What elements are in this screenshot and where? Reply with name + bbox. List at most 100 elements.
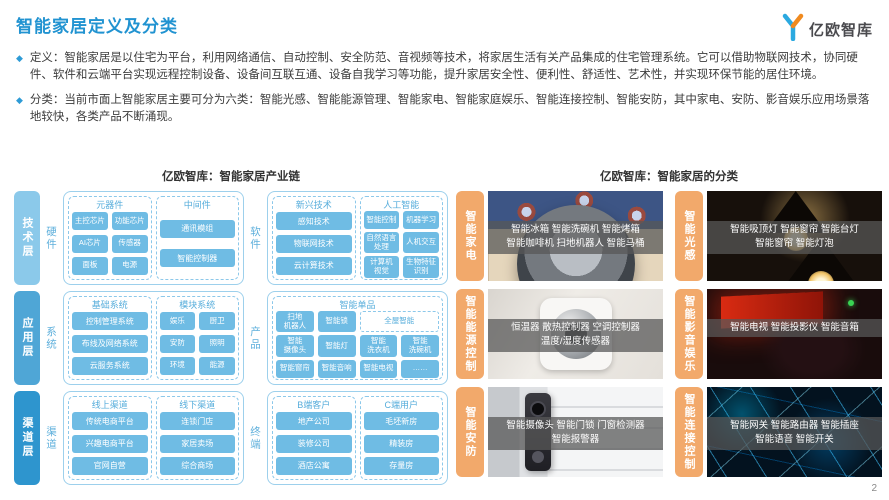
category-label: 智能能源控制 <box>456 289 484 379</box>
chain-item-chip: 家居卖场 <box>159 434 235 453</box>
category-tile: 智能家电智能冰箱 智能洗碗机 智能烤箱 智能咖啡机 扫地机器人 智能马桶 <box>456 191 663 281</box>
category-label: 智能光感 <box>675 191 703 281</box>
chain-item-chip: 厨卫 <box>199 312 235 331</box>
chain-item-chip: 控制管理系统 <box>72 312 148 331</box>
logo-text: 亿欧智库 <box>808 22 873 39</box>
classification-tiles: 智能家电智能冰箱 智能洗碗机 智能烤箱 智能咖啡机 扫地机器人 智能马桶智能光感… <box>456 191 882 477</box>
chain-group: 新兴技术感知技术物联网技术云计算技术 <box>272 196 356 280</box>
chain-item-chip: 面板 <box>72 256 108 275</box>
classification-panel: 亿欧智库：智能家居的分类 智能家电智能冰箱 智能洗碗机 智能烤箱 智能咖啡机 扫… <box>456 168 882 477</box>
section-box: 新兴技术感知技术物联网技术云计算技术人工智能智能控制机器学习自然语言 处理人机交… <box>267 191 448 285</box>
chip-grid: 连锁门店家居卖场综合商场 <box>159 411 235 476</box>
chain-item-chip: 智能电视 <box>359 359 398 378</box>
chain-item-chip: 兴趣电商平台 <box>72 434 148 453</box>
section-box: 智能单品扫地 机器人智能锁全屋智能智能 摄像头智能灯智能 洗衣机智能 洗碗机智能… <box>267 291 448 385</box>
category-tile: 智能安防智能摄像头 智能门锁 门窗检测器 智能报警器 <box>456 387 663 477</box>
chain-item-chip: 娱乐 <box>159 312 196 331</box>
tile-caption: 智能摄像头 智能门锁 门窗检测器 智能报警器 <box>488 416 663 451</box>
chain-item-chip: 智能控制 <box>363 211 400 229</box>
category-label: 智能家电 <box>456 191 484 281</box>
chain-item-chip: 电源 <box>111 256 148 275</box>
chain-item-chip: …… <box>401 359 439 378</box>
group-title: 模块系统 <box>179 300 216 310</box>
chain-item-chip: 智能 洗碗机 <box>401 335 439 357</box>
industry-chain-title: 亿欧智库：智能家居产业链 <box>162 171 300 183</box>
group-title: 基础系统 <box>91 300 128 310</box>
chain-item-chip: 连锁门店 <box>159 412 235 431</box>
diamond-bullet-icon: ◆ <box>16 94 23 105</box>
chain-group: 智能单品扫地 机器人智能锁全屋智能智能 摄像头智能灯智能 洗衣机智能 洗碗机智能… <box>272 296 443 380</box>
layer-label: 应用层 <box>14 291 40 385</box>
chain-item-chip: 物联网技术 <box>276 234 352 253</box>
chain-item-chip: 人机交互 <box>403 232 439 254</box>
category-label: 智能连接控制 <box>675 387 703 477</box>
industry-chain-row: 渠道层渠道线上渠道传统电商平台兴趣电商平台官网自营线下渠道连锁门店家居卖场综合商… <box>14 391 448 485</box>
classification-title: 亿欧智库：智能家居的分类 <box>600 171 738 183</box>
chip-grid: 毛坯新房精装房存量房 <box>363 411 439 476</box>
chain-group: 基础系统控制管理系统布线及网络系统云服务系统 <box>68 296 152 380</box>
chain-item-chip: 智能 摄像头 <box>276 335 314 357</box>
industry-chain-row: 应用层系统基础系统控制管理系统布线及网络系统云服务系统模块系统娱乐厨卫安防照明环… <box>14 291 448 385</box>
group-title: 线上渠道 <box>91 400 128 410</box>
group-title: C端用户 <box>384 400 419 410</box>
group-title: B端客户 <box>297 400 331 410</box>
chain-item-chip: 智能锁 <box>317 311 356 333</box>
chain-item-chip: 酒店公寓 <box>276 456 352 475</box>
whole-house-chip: 全屋智能 <box>359 311 439 333</box>
chain-item-chip: 地产公司 <box>276 412 352 431</box>
chain-item-chip: 综合商场 <box>159 456 235 475</box>
section-label: 终端 <box>249 425 261 451</box>
chain-item-chip: 智能音响 <box>317 359 356 378</box>
chain-group: 线上渠道传统电商平台兴趣电商平台官网自营 <box>68 396 152 480</box>
chain-item-chip: AI芯片 <box>72 234 108 253</box>
chain-group: C端用户毛坯新房精装房存量房 <box>359 396 443 480</box>
chain-item-chip: 主控芯片 <box>72 212 108 231</box>
section-label: 系统 <box>45 325 57 351</box>
chain-item-chip: 毛坯新房 <box>363 412 439 431</box>
chip-grid: 智能控制机器学习自然语言 处理人机交互计算机 视觉生物特征 识别 <box>363 211 439 278</box>
section-label: 产品 <box>249 325 261 351</box>
chain-item-chip: 智能窗帘 <box>276 359 314 378</box>
chain-item-chip: 传感器 <box>111 234 148 253</box>
chain-item-chip: 装修公司 <box>276 434 352 453</box>
pendant-lamp-photo-area: 智能吸顶灯 智能窗帘 智能台灯 智能窗帘 智能灯泡 <box>707 191 882 281</box>
category-tile: 智能连接控制智能网关 智能路由器 智能插座 智能语音 智能开关 <box>675 387 882 477</box>
category-tile: 智能影音娱乐智能电视 智能投影仪 智能音箱 <box>675 289 882 379</box>
layer-label: 渠道层 <box>14 391 40 485</box>
chain-item-chip: 扫地 机器人 <box>276 311 314 333</box>
chain-item-chip: 能源 <box>199 356 235 375</box>
section-box: 线上渠道传统电商平台兴趣电商平台官网自营线下渠道连锁门店家居卖场综合商场 <box>63 391 244 485</box>
category-tile: 智能能源控制恒温器 散热控制器 空调控制器 温度/湿度传感器 <box>456 289 663 379</box>
chain-item-chip: 安防 <box>159 334 196 353</box>
chain-group: 线下渠道连锁门店家居卖场综合商场 <box>155 396 239 480</box>
group-title: 新兴技术 <box>295 200 332 210</box>
tile-caption: 智能网关 智能路由器 智能插座 智能语音 智能开关 <box>707 416 882 451</box>
category-label: 智能影音娱乐 <box>675 289 703 379</box>
network-photo-area: 智能网关 智能路由器 智能插座 智能语音 智能开关 <box>707 387 882 477</box>
chain-item-chip: 官网自营 <box>72 456 148 475</box>
chain-item-chip: 云计算技术 <box>276 256 352 275</box>
chain-item-chip: 自然语言 处理 <box>363 232 400 254</box>
tile-caption: 恒温器 散热控制器 空调控制器 温度/湿度传感器 <box>488 318 663 353</box>
section-label: 硬件 <box>45 225 57 251</box>
section-box: 基础系统控制管理系统布线及网络系统云服务系统模块系统娱乐厨卫安防照明环境能源 <box>63 291 244 385</box>
home-theater-photo-area: 智能电视 智能投影仪 智能音箱 <box>707 289 882 379</box>
group-title: 人工智能 <box>383 200 420 210</box>
category-tile: 智能光感智能吸顶灯 智能窗帘 智能台灯 智能窗帘 智能灯泡 <box>675 191 882 281</box>
chip-grid: 扫地 机器人智能锁全屋智能智能 摄像头智能灯智能 洗衣机智能 洗碗机智能窗帘智能… <box>276 311 439 378</box>
layer-label: 技术层 <box>14 191 40 285</box>
chip-grid: 控制管理系统布线及网络系统云服务系统 <box>72 311 148 376</box>
chain-item-chip: 功能芯片 <box>111 212 148 231</box>
chain-item-chip: 生物特征 识别 <box>403 256 439 278</box>
doorbell-camera <box>529 401 546 418</box>
green-led <box>848 299 854 306</box>
tile-caption: 智能冰箱 智能洗碗机 智能烤箱 智能咖啡机 扫地机器人 智能马桶 <box>488 220 663 255</box>
yiou-logo: 亿欧智库 <box>781 13 873 46</box>
thermostat-photo-area: 恒温器 散热控制器 空调控制器 温度/湿度传感器 <box>488 289 663 379</box>
chip-grid: 通讯模组智能控制器 <box>159 211 235 276</box>
tile-caption: 智能电视 智能投影仪 智能音箱 <box>707 318 882 338</box>
chain-item-chip: 云服务系统 <box>72 356 148 375</box>
group-title: 智能单品 <box>339 300 376 310</box>
